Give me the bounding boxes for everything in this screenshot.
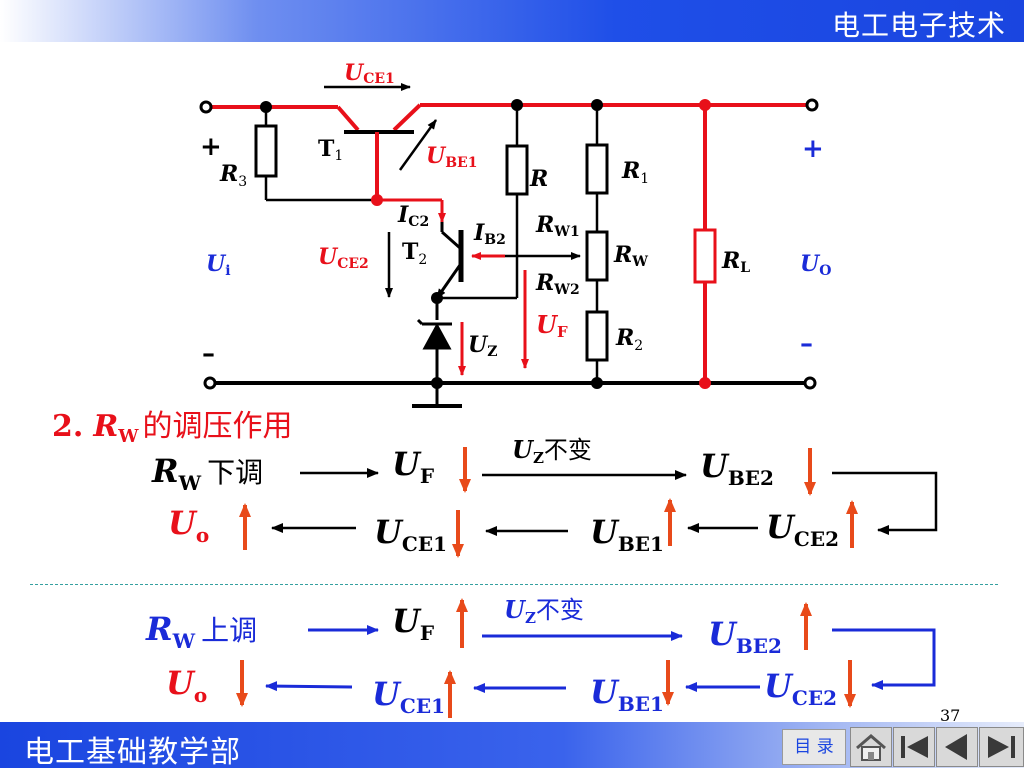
label-rl: RL	[721, 248, 750, 276]
page-number: 37	[940, 706, 961, 725]
junction-dots	[260, 99, 711, 389]
label-uce1: UCE1	[344, 60, 395, 87]
next-page-button[interactable]	[979, 727, 1024, 767]
label-r2: R2	[615, 325, 643, 354]
previous-page-button[interactable]	[936, 727, 978, 767]
section-divider	[30, 584, 998, 585]
down-ube1: UBE1	[590, 513, 664, 556]
transistor-t1	[336, 103, 422, 200]
first-page-icon	[901, 736, 928, 758]
ube1-arrow	[398, 119, 438, 171]
label-rw2: RW2	[535, 270, 580, 298]
department-title: 电工基础教学部	[24, 735, 241, 770]
down-loop-arrow	[832, 471, 938, 535]
circuit-diagram: UCE1 T1 UBE1 + + R3 R R1 IC2 IB2 RW1 UCE…	[199, 60, 831, 408]
label-ic2: IC2	[397, 202, 429, 230]
label-ui: Ui	[206, 251, 231, 279]
up-uf: UF	[392, 602, 434, 645]
plus-input: +	[200, 132, 222, 162]
first-page-button[interactable]	[893, 727, 935, 767]
label-rw1: RW1	[535, 212, 580, 240]
down-uz-note: UZ不变	[512, 435, 592, 467]
voltage-divider	[585, 105, 609, 383]
base-connection	[437, 105, 581, 300]
minus-output: –	[800, 329, 813, 359]
label-r1: R1	[621, 158, 649, 187]
label-uz: UZ	[468, 332, 497, 360]
up-arrow-3	[265, 681, 353, 692]
home-icon	[856, 734, 886, 761]
course-title: 电工电子技术	[831, 9, 1006, 42]
zener-diode	[412, 318, 462, 408]
down-uf: UF	[392, 445, 434, 488]
up-ube2: UBE2	[708, 615, 782, 658]
down-uce1: UCE1	[374, 513, 447, 556]
up-uz-note: UZ不变	[504, 595, 584, 627]
plus-output: +	[802, 134, 824, 164]
label-rw: RW	[613, 242, 648, 270]
up-uce1: UCE1	[372, 675, 445, 718]
label-t2: T2	[402, 239, 427, 268]
resistor-rl	[693, 228, 717, 284]
previous-arrow-icon	[945, 734, 967, 760]
up-ube1: UBE1	[590, 673, 664, 716]
label-ube1: UBE1	[426, 143, 477, 171]
label-uf: UF	[536, 310, 568, 341]
down-ube2: UBE2	[700, 447, 774, 490]
down-uo: Uo	[168, 504, 209, 547]
up-uo: Uo	[166, 664, 207, 707]
up-loop-arrow	[832, 628, 936, 690]
resistor-r3	[254, 107, 377, 202]
terminals	[199, 98, 819, 390]
label-t1: T1	[318, 136, 343, 164]
label-r: R	[529, 166, 548, 192]
label-r3: R3	[219, 161, 247, 190]
home-button[interactable]	[850, 727, 892, 767]
down-uce2: UCE2	[766, 508, 839, 551]
header-bar: 电工电子技术	[0, 0, 1024, 42]
label-uce2: UCE2	[318, 244, 369, 272]
label-ib2: IB2	[473, 220, 506, 248]
transistor-t2	[435, 222, 464, 320]
minus-input: –	[202, 339, 215, 369]
toc-button[interactable]: 目 录	[782, 729, 846, 765]
up-uce2: UCE2	[764, 667, 837, 710]
label-uo: UO	[800, 251, 831, 279]
last-page-icon	[988, 736, 1015, 758]
